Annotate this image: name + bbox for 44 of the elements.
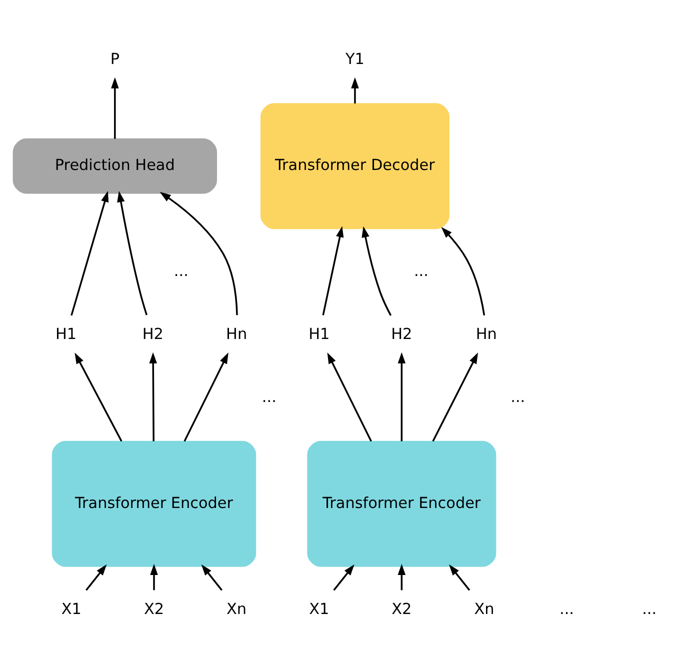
label: ... [173, 262, 188, 280]
node-text: H2 [142, 325, 163, 344]
node-box: Transformer Encoder [306, 440, 496, 567]
arrow [116, 190, 147, 316]
node-box: Transformer Decoder [260, 103, 449, 230]
label: ... [559, 600, 574, 618]
node-text: X2 [391, 600, 412, 618]
arrow [200, 564, 222, 591]
arrow [322, 226, 344, 316]
arrow [150, 564, 158, 590]
arrow [432, 352, 478, 442]
arrow [326, 352, 372, 442]
arrow [397, 564, 406, 590]
arrow [148, 352, 156, 442]
arrow [159, 192, 238, 316]
node-box: Prediction Head [12, 138, 217, 194]
node-text: H2 [390, 325, 412, 344]
node-text: H1 [308, 325, 330, 344]
label: ... [261, 388, 276, 406]
node-text: Xn [226, 600, 246, 618]
node-text: X1 [60, 600, 81, 618]
arrow [332, 564, 354, 591]
node-text: X2 [143, 600, 164, 618]
node-text: Y1 [344, 50, 364, 68]
arrow [448, 564, 470, 591]
node-text: Hn [475, 325, 496, 344]
arrow [361, 226, 392, 316]
arrow [74, 352, 122, 442]
label: ... [642, 600, 656, 618]
node-box: Transformer Encoder [51, 440, 256, 567]
node-text: Xn [474, 600, 494, 618]
arrow [440, 227, 485, 316]
node-text: Hn [226, 325, 247, 344]
arrow [183, 352, 228, 442]
arrow [397, 352, 406, 442]
node-text: P [110, 50, 119, 68]
arrow [85, 564, 106, 591]
node-text: H1 [54, 325, 76, 344]
node-text: X1 [308, 600, 329, 618]
label: ... [510, 388, 525, 406]
arrow [110, 77, 118, 139]
arrow [350, 77, 358, 104]
label: ... [413, 262, 428, 280]
arrow [70, 190, 108, 316]
